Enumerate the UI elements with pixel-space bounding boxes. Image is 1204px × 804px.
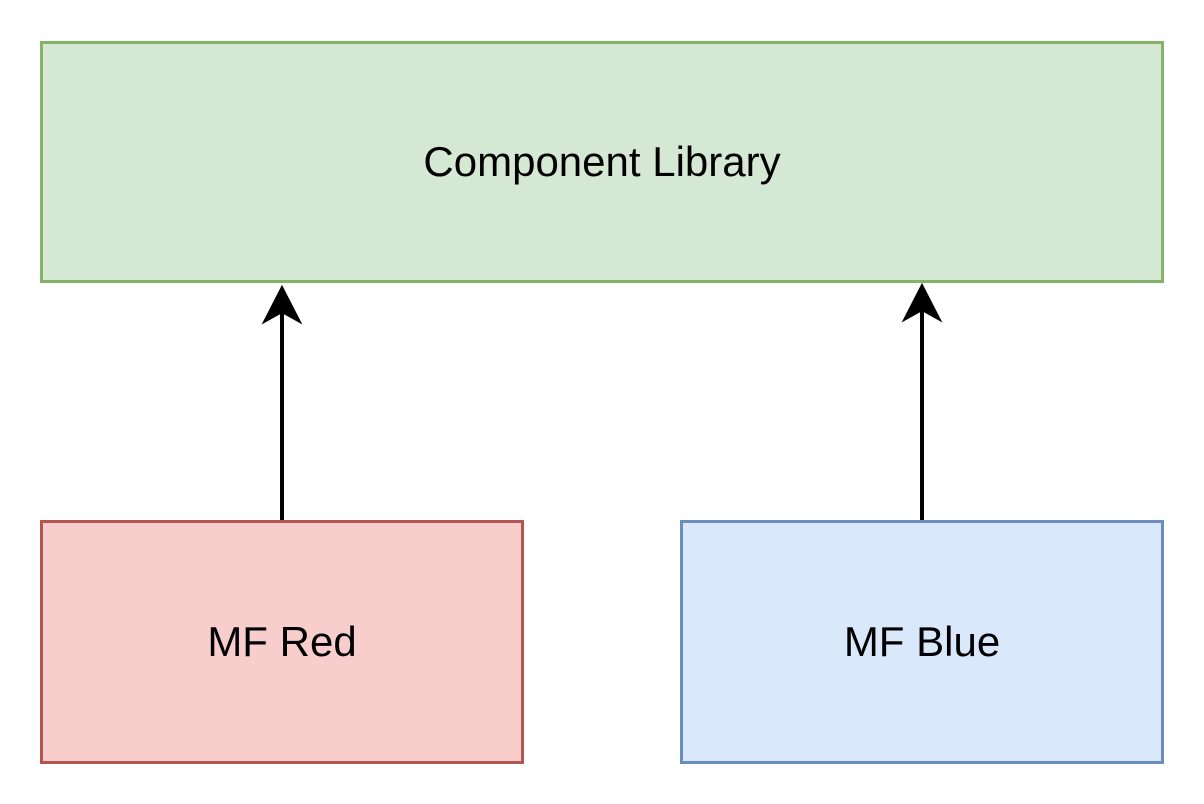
mf-red-label: MF Red [207, 618, 357, 665]
edge-red-to-library [261, 284, 303, 520]
mf-blue-label: MF Blue [843, 618, 1001, 665]
edge-red-arrowhead [261, 284, 303, 325]
edge-blue-to-library [901, 282, 943, 520]
component-library-box[interactable]: Component Library [40, 41, 1164, 283]
mf-red-box[interactable]: MF Red [40, 520, 524, 764]
mf-blue-box[interactable]: MF Blue [680, 520, 1164, 764]
component-library-label: Component Library [423, 138, 781, 185]
edge-blue-arrowhead [901, 282, 943, 323]
